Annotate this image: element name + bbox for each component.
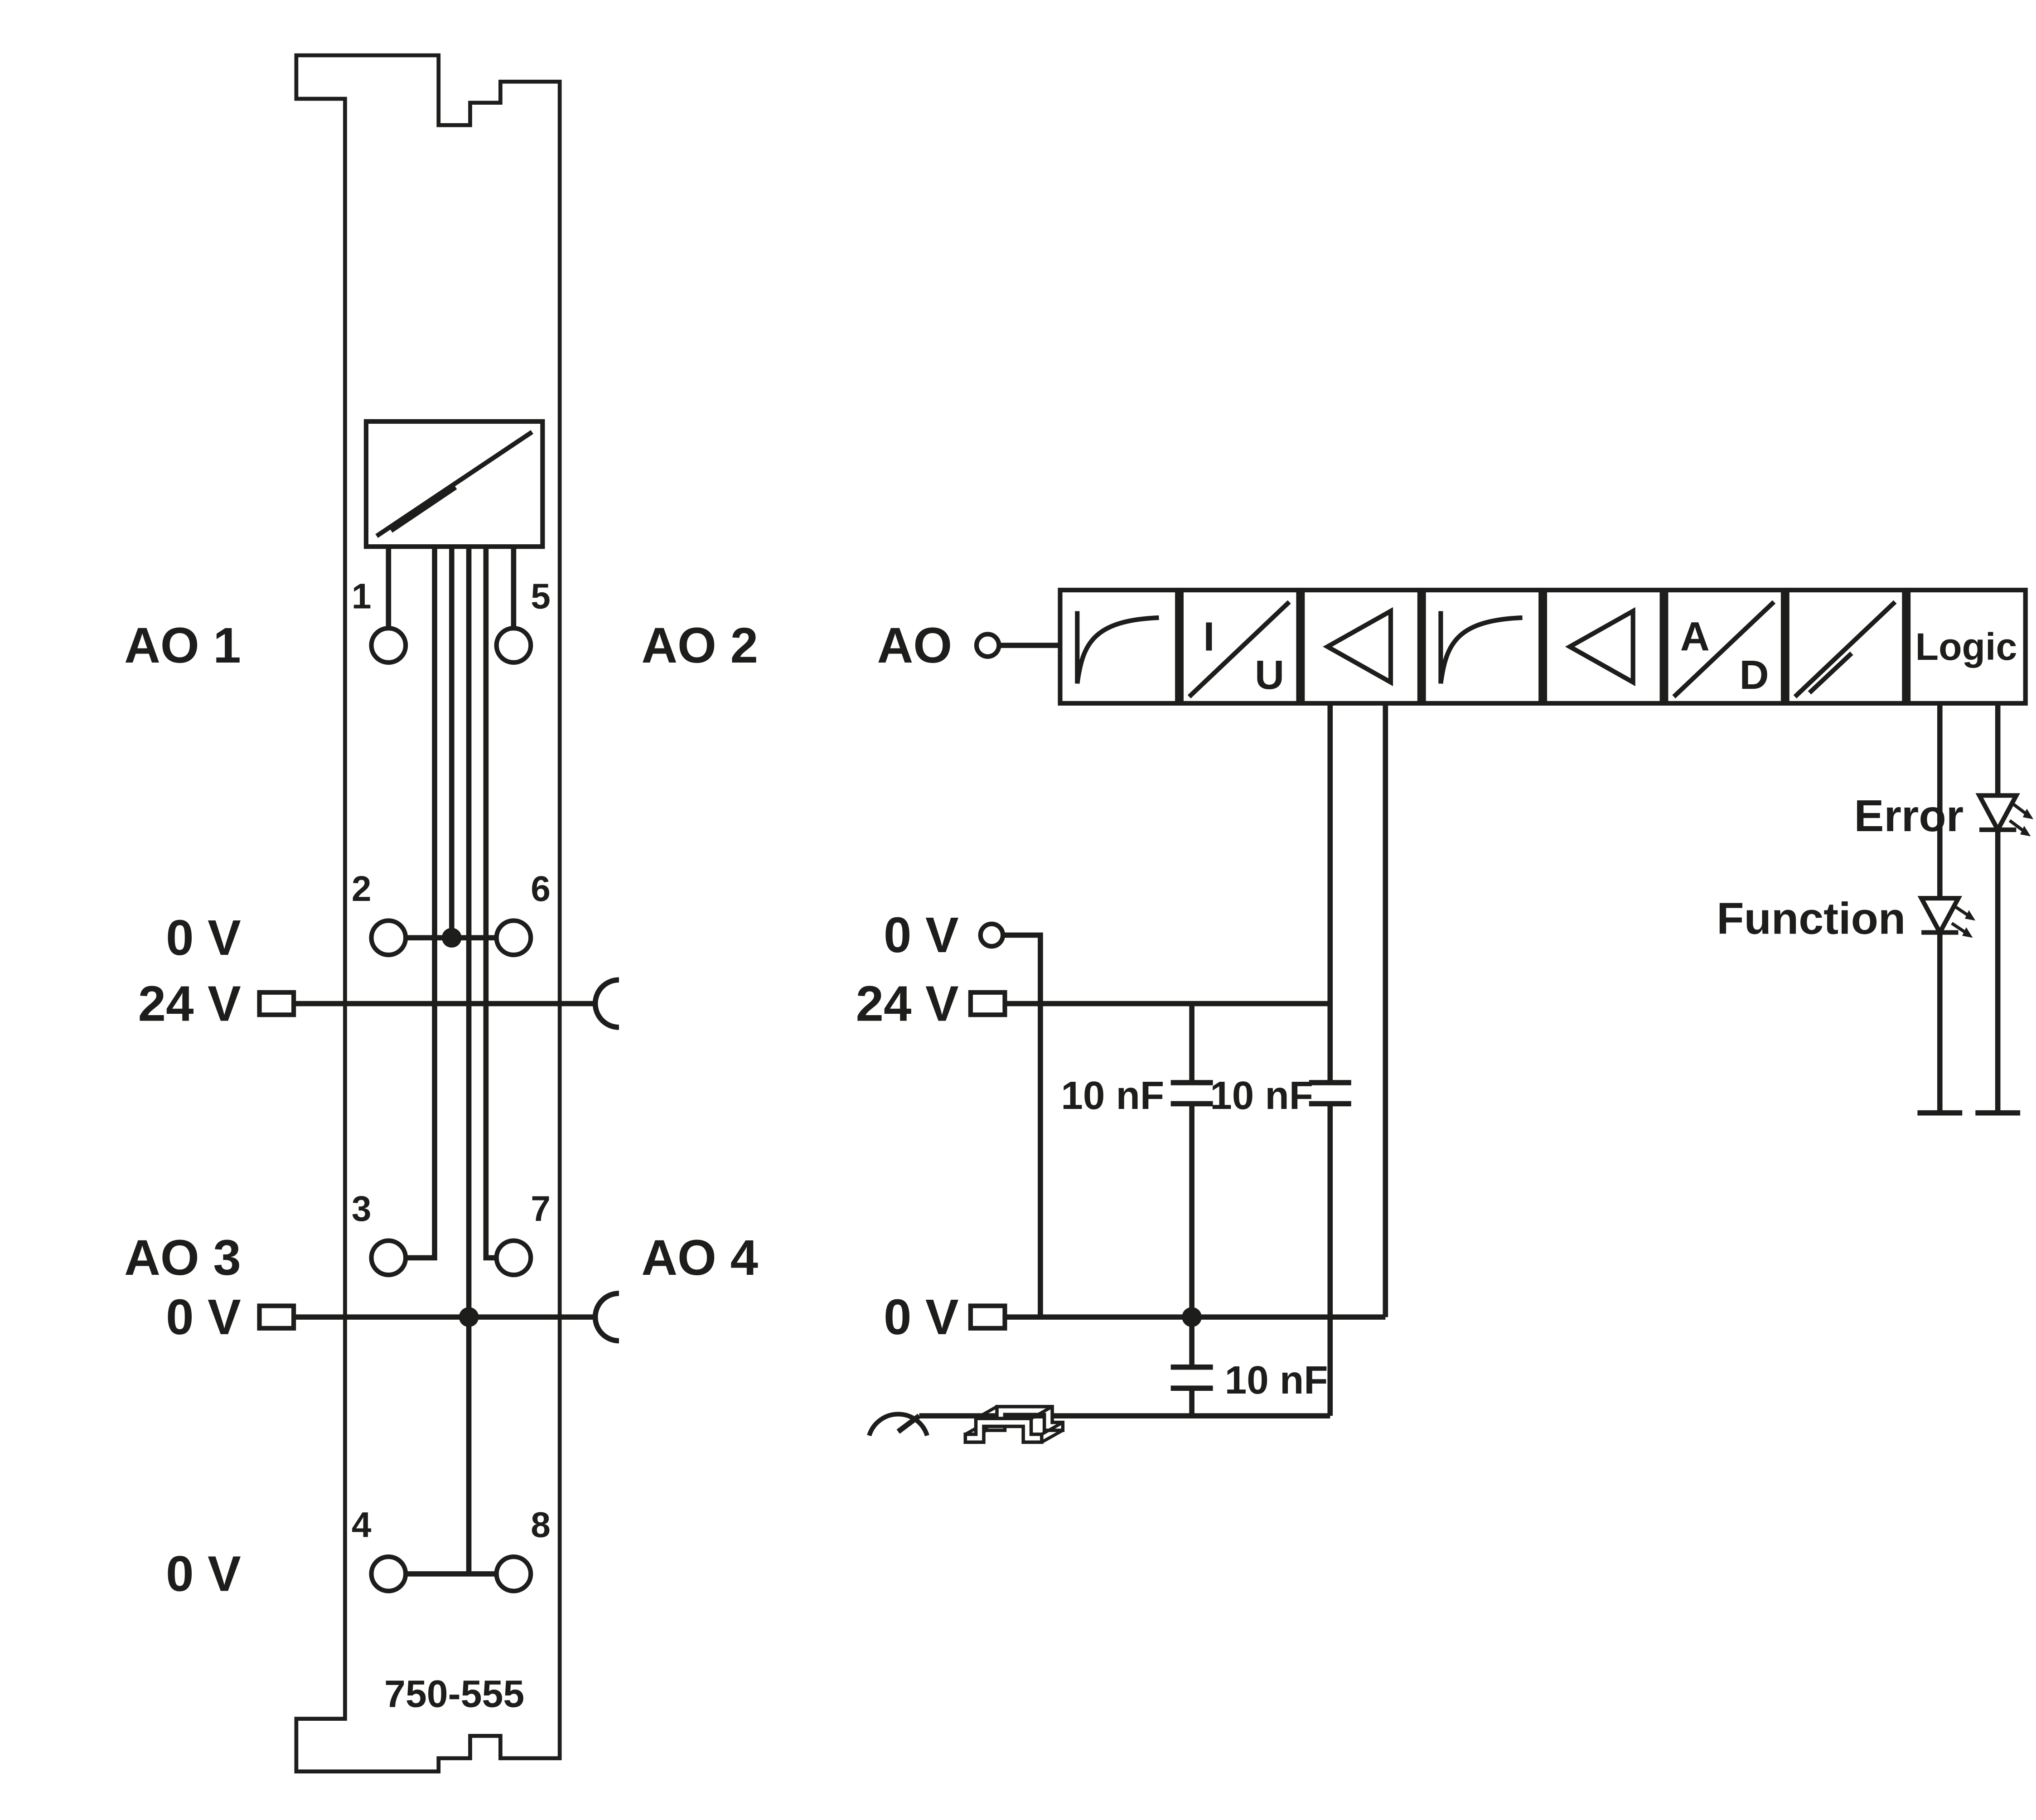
- terminal-pins: [369, 626, 533, 1593]
- power-jumper-contact-icon: [592, 1291, 619, 1344]
- terminal-pin-5: [494, 626, 533, 665]
- label-logic: Logic: [1915, 625, 2017, 668]
- power-jumper-blade-icon: [257, 990, 296, 1017]
- label-ao2: AO 2: [641, 618, 758, 673]
- io-module: 1 5 2 6 3 7 4 8 AO 1 0 V 24 V AO 3 0 V 0…: [124, 53, 758, 1774]
- earth-ground-icon: [867, 1412, 929, 1437]
- module-outline: [294, 53, 562, 1774]
- led-branch: Error Function: [1717, 703, 2034, 1116]
- pin-number-5: 5: [531, 576, 551, 616]
- pin-number-6: 6: [531, 869, 551, 909]
- iu-converter-block: I U: [1179, 587, 1301, 706]
- pin-number-4: 4: [352, 1505, 372, 1545]
- terminal-pin-8: [494, 1554, 533, 1593]
- label-i: I: [1203, 614, 1214, 660]
- pin-number-8: 8: [531, 1505, 551, 1545]
- label-function: Function: [1717, 893, 1905, 943]
- label-ao4: AO 4: [641, 1230, 758, 1286]
- label-ao1: AO 1: [124, 618, 241, 673]
- capacitor-icon: [1309, 1080, 1351, 1416]
- label-24v: 24 V: [138, 976, 241, 1031]
- capacitor-icon: [1170, 1364, 1213, 1416]
- power-jumper-contact-icon: [592, 977, 619, 1030]
- label-0v-top: 0 V: [884, 907, 959, 963]
- signal-flow-schematic: AO I U: [856, 587, 2034, 1444]
- logic-block: Logic: [1906, 587, 2028, 706]
- module-wiring: [386, 547, 517, 1577]
- terminal-circle-icon: [978, 921, 1006, 949]
- pin-numbers: 1 5 2 6 3 7 4 8: [352, 576, 551, 1545]
- junction-dot: [1182, 1307, 1202, 1327]
- label-u: U: [1255, 652, 1284, 698]
- filter-block-icon: [1058, 587, 1180, 706]
- label-0v-ch12: 0 V: [166, 910, 241, 966]
- terminal-square-icon: [968, 990, 1007, 1017]
- error-led-icon: [1975, 793, 2034, 837]
- label-0v-bottom: 0 V: [884, 1289, 959, 1345]
- label-0v-rail: 0 V: [166, 1289, 241, 1345]
- terminal-pin-3: [369, 1238, 408, 1278]
- terminal-pin-2: [369, 918, 408, 958]
- terminal-pin-4: [369, 1554, 408, 1593]
- power-section: 0 V 24 V: [856, 703, 1388, 1444]
- label-cap2: 10 nF: [1210, 1074, 1313, 1118]
- junction-dot: [442, 928, 462, 948]
- part-number: 750-555: [384, 1672, 524, 1715]
- filter-block-icon: [1421, 587, 1543, 706]
- label-a: A: [1680, 614, 1710, 660]
- label-0v-ch34: 0 V: [166, 1546, 241, 1602]
- label-24v-right: 24 V: [856, 976, 959, 1031]
- block-chain: I U A D: [1058, 587, 2028, 706]
- terminal-pin-1: [369, 626, 408, 665]
- pin-number-1: 1: [352, 576, 372, 616]
- power-rail-24v: [257, 977, 619, 1030]
- function-led-icon: [1917, 895, 1976, 938]
- label-d: D: [1740, 652, 1769, 698]
- label-error: Error: [1854, 791, 1964, 841]
- amplifier-block-icon: [1300, 587, 1422, 706]
- power-rail-0v: [257, 1291, 619, 1344]
- ao-terminal: AO: [877, 618, 1060, 673]
- label-cap3: 10 nF: [1225, 1358, 1328, 1402]
- ad-converter-block: A D: [1664, 587, 1786, 706]
- terminal-pin-7: [494, 1238, 533, 1278]
- label-cap1: 10 nF: [1061, 1074, 1164, 1118]
- pin-number-2: 2: [352, 869, 372, 909]
- label-ao: AO: [877, 618, 953, 673]
- terminal-pin-6: [494, 918, 533, 958]
- wire-pin3: [407, 547, 437, 1261]
- label-ao3: AO 3: [124, 1230, 241, 1286]
- pin-number-3: 3: [352, 1189, 372, 1229]
- terminal-circle-icon: [974, 632, 1001, 659]
- pin-number-7: 7: [531, 1189, 551, 1229]
- terminal-square-icon: [968, 1303, 1007, 1331]
- wire-pin7: [483, 547, 497, 1261]
- module-labels: AO 1 0 V 24 V AO 3 0 V 0 V AO 2 AO 4 750…: [124, 618, 758, 1715]
- din-rail-icon: [963, 1405, 1065, 1444]
- dc-dc-converter-icon: [363, 419, 545, 549]
- power-jumper-blade-icon: [257, 1303, 296, 1331]
- isolation-block-icon: [1785, 587, 1907, 706]
- amplifier-block-icon: [1542, 587, 1664, 706]
